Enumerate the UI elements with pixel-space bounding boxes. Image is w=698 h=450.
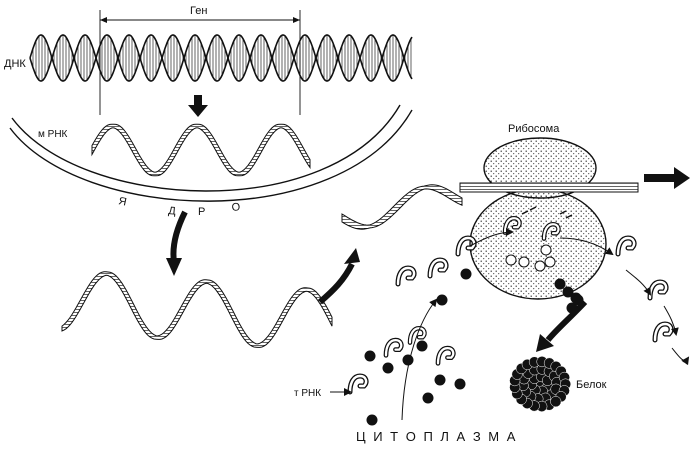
chain-amino-acid xyxy=(562,286,574,298)
ribosome-large-subunit xyxy=(469,188,607,300)
trna-molecule xyxy=(347,373,369,395)
nucleus-letter-2: Д xyxy=(168,205,177,218)
free-amino-acids xyxy=(364,268,472,426)
trna-molecule xyxy=(647,279,669,301)
nucleus-letter-3: Р xyxy=(198,206,205,218)
trna-body-inner xyxy=(648,280,668,300)
trna-body-inner xyxy=(503,217,521,234)
trna-molecule xyxy=(615,235,637,257)
amino-acid xyxy=(366,414,378,426)
amino-acid xyxy=(416,340,428,352)
amino-acid xyxy=(460,268,472,280)
export-arrow-head xyxy=(166,258,182,276)
to-ribosome-arrow-head xyxy=(344,248,360,264)
mrna-in-nucleus xyxy=(91,123,311,177)
codon-mark xyxy=(529,206,537,211)
trna-molecule xyxy=(395,265,417,287)
trna-molecule xyxy=(383,337,404,358)
trna-molecule xyxy=(502,215,522,235)
translation-direction-arrow xyxy=(644,167,690,189)
chain-amino-acid xyxy=(554,278,566,290)
trna-body-inner xyxy=(456,236,476,256)
trna-body-inner xyxy=(436,346,455,365)
trna-molecule xyxy=(455,235,477,257)
amino-acid xyxy=(422,392,434,404)
trna-body-inner xyxy=(348,374,368,394)
transcription-arrow xyxy=(188,95,208,117)
free-trna-molecules xyxy=(347,235,674,395)
amino-acid xyxy=(454,378,466,390)
protein-label: Белок xyxy=(576,379,607,391)
trna-body-inner xyxy=(542,223,560,240)
polypeptide-chain xyxy=(554,278,584,314)
export-arrow-shaft xyxy=(170,210,188,263)
protein-amino-acid xyxy=(550,396,562,408)
trna-body-inner xyxy=(653,322,673,342)
amino-acid-in-ribosome xyxy=(540,244,552,256)
codon-mark xyxy=(559,210,567,215)
amino-acid xyxy=(434,374,446,386)
nucleus-membrane xyxy=(9,104,413,202)
mrna-in-cytoplasm xyxy=(61,271,333,348)
mrna-label: м РНК xyxy=(38,129,68,140)
trna-label: т РНК xyxy=(294,388,321,399)
trna-molecule xyxy=(541,221,561,241)
ribosome xyxy=(469,137,607,300)
dna-label: ДНК xyxy=(4,58,26,70)
amino-acid-in-ribosome xyxy=(534,260,546,272)
codon-mark xyxy=(521,210,529,215)
amino-acid xyxy=(382,362,394,374)
trna-molecule xyxy=(407,325,427,345)
amino-acid xyxy=(402,354,414,366)
amino-acid-in-ribosome xyxy=(505,254,517,266)
gene-label: Ген xyxy=(190,5,207,17)
nucleus-letter-4: О xyxy=(231,201,241,214)
trna-movement-arrows xyxy=(330,228,690,421)
ribosome-label: Рибосома xyxy=(508,123,560,135)
trna-body-inner xyxy=(396,266,416,286)
trna-body-inner xyxy=(428,258,448,278)
amino-acid-in-ribosome xyxy=(544,256,556,268)
folding-arrow-shaft xyxy=(545,299,588,342)
dna-strand-2 xyxy=(29,34,413,82)
to-ribosome-arrow-shaft xyxy=(318,262,355,305)
amino-acid xyxy=(436,294,448,306)
dna-strand-1 xyxy=(29,34,413,82)
trna-body-inner xyxy=(616,236,636,256)
nucleus-letter-1: Я xyxy=(117,195,127,208)
trna-body-inner xyxy=(384,338,403,357)
trna-in-ribosome xyxy=(502,206,573,272)
gene-bracket xyxy=(99,10,301,115)
trna-molecule xyxy=(435,345,456,366)
amino-acid-in-ribosome xyxy=(518,256,530,268)
protein-globule xyxy=(509,356,572,412)
trna-molecule xyxy=(427,257,449,279)
folding-arrow-head xyxy=(536,334,554,352)
amino-acid xyxy=(364,350,376,362)
cytoplasm-label: Ц И Т О П Л А З М А xyxy=(356,429,517,444)
codon-mark xyxy=(565,214,573,219)
trna-body-inner xyxy=(408,327,426,344)
trna-molecule xyxy=(652,321,674,343)
mrna-on-ribosome xyxy=(341,182,639,230)
dna-base-pairs xyxy=(32,35,412,81)
dna-helix xyxy=(29,34,413,82)
